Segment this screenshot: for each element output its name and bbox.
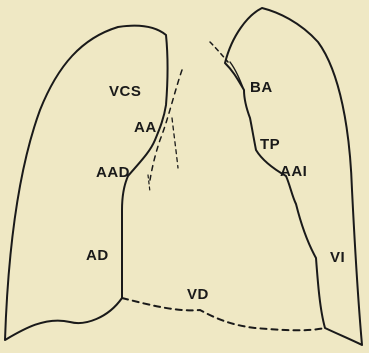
label-aa: AA (134, 120, 157, 135)
left-lung-inner-line (230, 62, 244, 90)
aorta-dashed-line (172, 118, 178, 168)
label-tp: TP (260, 137, 280, 152)
label-ad: AD (86, 248, 109, 263)
label-aai: AAI (280, 164, 307, 179)
right-lung-outline (5, 26, 168, 340)
label-vcs: VCS (109, 84, 141, 99)
label-ba: BA (250, 80, 273, 95)
label-aad: AAD (96, 165, 130, 180)
diaphragm-dashed-line (122, 298, 325, 330)
label-vd: VD (187, 287, 209, 302)
label-vi: VI (330, 250, 345, 265)
